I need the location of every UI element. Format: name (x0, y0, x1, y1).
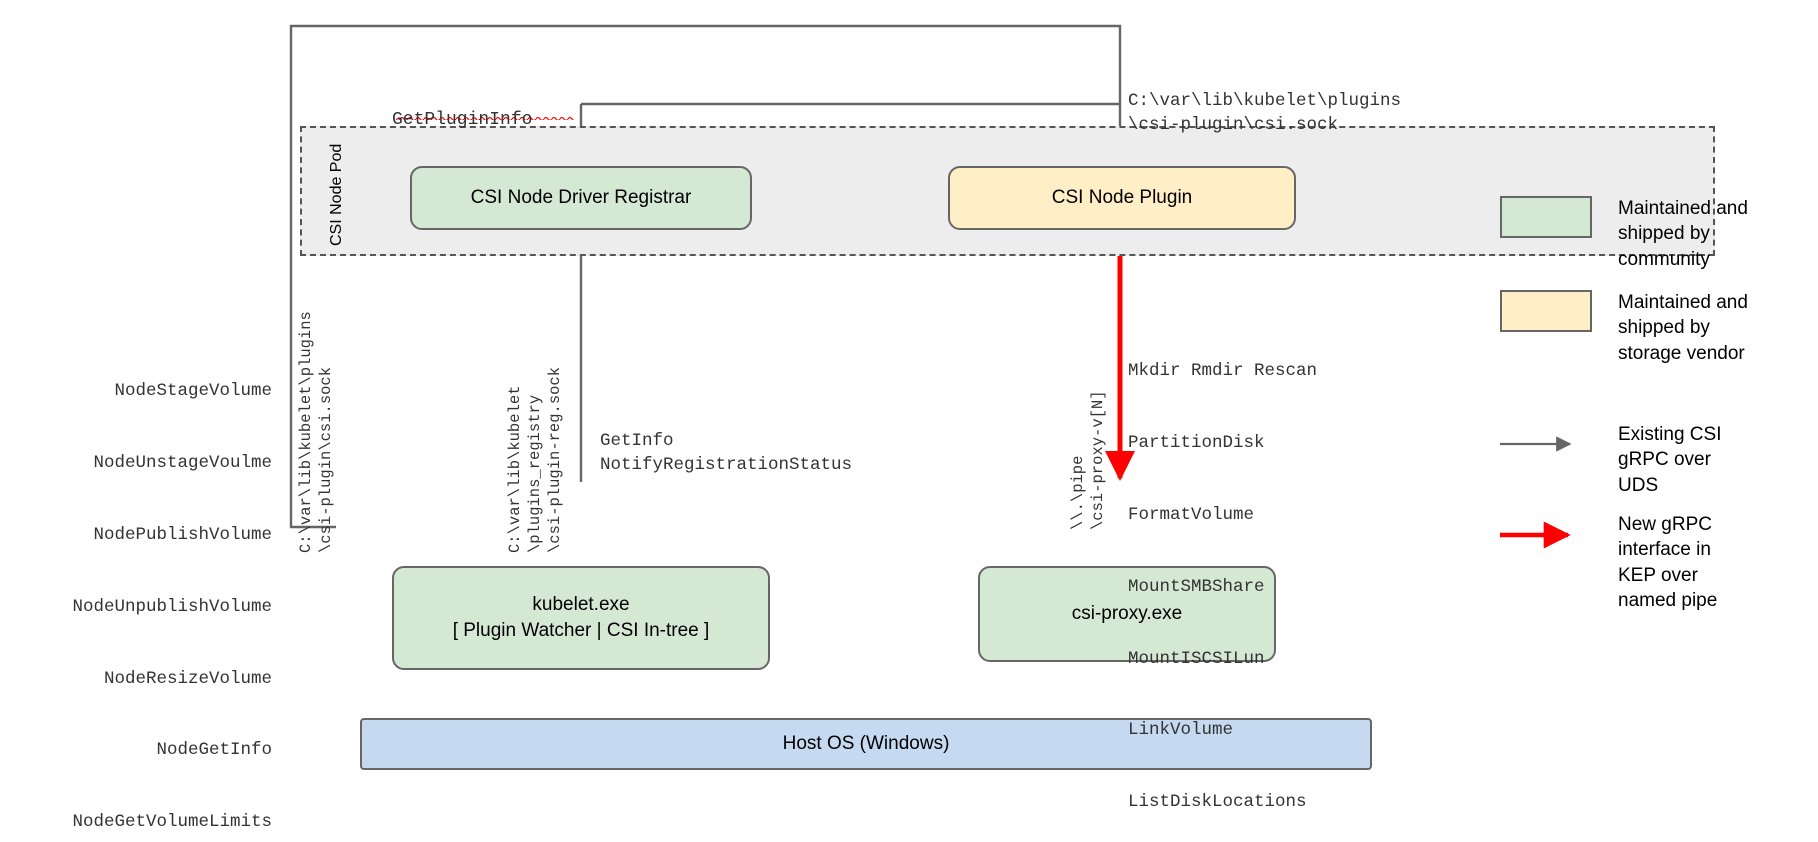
node-label-line2: [ Plugin Watcher | CSI In-tree ] (452, 620, 710, 641)
operation-item: Mkdir Rmdir Rescan (1128, 360, 1318, 381)
operation-item: MountSMBShare (1128, 576, 1265, 597)
legend-arrow-icon-existing (1500, 422, 1592, 464)
operation-item: ListDiskLocations (1128, 792, 1307, 813)
operation-item: MountISCSILun (1128, 648, 1265, 669)
node-label: csi-proxy.exe (1071, 603, 1183, 625)
rpc-item: NodeUnstageVoulme (93, 452, 272, 473)
node-csi-proxy-exe[interactable]: csi-proxy.exe (978, 566, 1276, 662)
rpc-item: NodeResizeVolume (103, 668, 272, 689)
csi-proxy-operation-list: Mkdir Rmdir Rescan PartitionDisk FormatV… (1128, 312, 1317, 842)
rpc-item: NodeUnpublishVolume (72, 596, 272, 617)
label-get-plugin-info: GetPluginInfo (392, 110, 533, 130)
label-registration-calls: GetInfo NotifyRegistrationStatus (600, 431, 853, 475)
csi-node-rpc-list: NodeStageVolume NodeUnstageVoulme NodePu… (0, 332, 272, 842)
legend-label-community: Maintained and shipped by community (1618, 198, 1748, 270)
rpc-item: NodePublishVolume (93, 524, 272, 545)
rpc-item: NodeGetInfo (156, 740, 272, 761)
spellcheck-squiggle (396, 117, 574, 121)
rpc-item: NodeStageVolume (114, 380, 272, 401)
node-label: CSI Node Plugin (1051, 187, 1193, 209)
edge-kubelet-to-node-plugin (289, 24, 1129, 529)
legend-item-existing-grpc: Existing CSI gRPC over UDS (1500, 422, 1721, 498)
operation-item: LinkVolume (1128, 720, 1234, 741)
rpc-item: NodeGetVolumeLimits (72, 812, 272, 833)
node-host-os[interactable]: Host OS (Windows) (360, 718, 1372, 770)
label-csi-sock-path-vertical: C:\var\lib\kubelet\plugins \csi-plugin\c… (297, 311, 336, 553)
label-named-pipe-vertical: \\.\pipe \csi-proxy-v[N] (1069, 390, 1108, 530)
legend-label-new-grpc: New gRPC interface in KEP over named pip… (1618, 514, 1718, 611)
node-csi-node-plugin[interactable]: CSI Node Plugin (948, 166, 1296, 230)
label-plugin-socket-path: C:\var\lib\kubelet\plugins \csi-plugin\c… (1128, 91, 1402, 135)
legend-swatch-storage-vendor (1500, 290, 1592, 332)
node-kubelet-exe[interactable]: kubelet.exe [ Plugin Watcher | CSI In-tr… (392, 566, 770, 670)
legend-label-storage-vendor: Maintained and shipped by storage vendor (1618, 292, 1748, 364)
legend-arrow-icon-new (1500, 512, 1592, 554)
label-registration-sock-path-vertical: C:\var\lib\kubelet \plugins_registry \cs… (506, 366, 565, 553)
node-label: CSI Node Driver Registrar (470, 187, 692, 209)
csi-node-pod-label: CSI Node Pod (328, 143, 345, 246)
node-label: Host OS (Windows) (782, 733, 950, 755)
legend-label-existing-grpc: Existing CSI gRPC over UDS (1618, 424, 1722, 496)
legend-item-storage-vendor: Maintained and shipped by storage vendor (1500, 290, 1748, 366)
legend-item-community: Maintained and shipped by community (1500, 196, 1748, 272)
node-csi-node-driver-registrar[interactable]: CSI Node Driver Registrar (410, 166, 752, 230)
operation-item: PartitionDisk (1128, 432, 1265, 453)
legend-swatch-community (1500, 196, 1592, 238)
node-label-line1: kubelet.exe (532, 594, 630, 616)
operation-item: FormatVolume (1128, 504, 1255, 525)
legend-item-new-grpc: New gRPC interface in KEP over named pip… (1500, 512, 1717, 613)
